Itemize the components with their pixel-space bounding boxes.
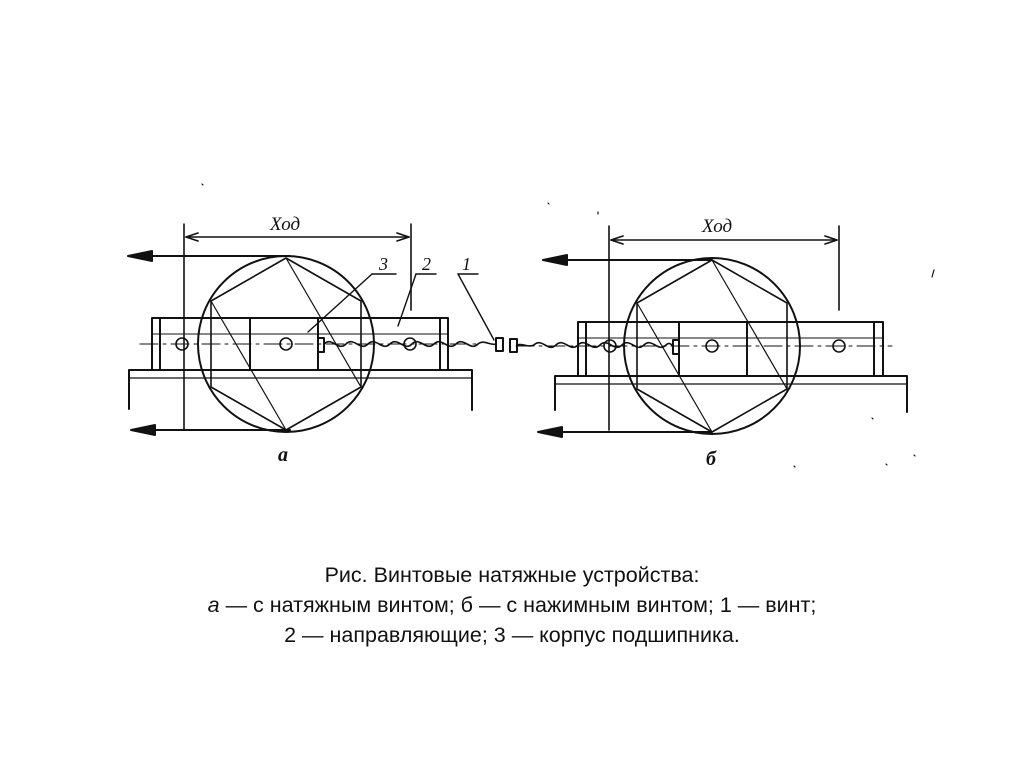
view-letter-a: а [278,444,288,466]
construction-lines-b [636,259,788,433]
stroke-label-a: Ход [269,214,300,235]
caption-letter-a: а [207,593,220,617]
figure-caption: Рис. Винтовые натяжные устройства: а — с… [0,560,1024,650]
callout-1: 1 [462,254,471,274]
motion-arrow-top-a [127,250,291,262]
callout-2: 2 [422,254,431,274]
holes-b [603,339,846,353]
bearing-housing-b [672,321,748,377]
view-b: Ход [509,216,908,470]
callout-3: 3 [378,254,388,274]
screw-end-b [509,338,518,353]
base-frame-b [554,375,908,413]
callout-leaders-a [307,273,495,341]
holes-a [175,337,417,351]
pulley-circle-a [197,255,375,433]
view-letter-b: б [706,448,717,470]
screw-end-a [495,337,504,352]
stroke-label-b: Ход [701,216,732,237]
scan-specks [201,183,935,468]
stroke-dimension-a [183,223,412,431]
base-frame-a [128,369,473,411]
stroke-dimension-b [608,225,840,431]
caption-line-2: а — с натяжным винтом; б — с нажимным ви… [0,590,1024,620]
caption-line-1: Рис. Винтовые натяжные устройства: [324,563,700,587]
caption-line-3: 2 — направляющие; 3 — корпус подшипника. [284,623,740,647]
motion-arrow-bottom-b [537,426,713,438]
screw-a [323,340,497,348]
motion-arrow-top-b [542,254,713,266]
construction-lines-a [210,257,362,431]
caption-line-2-text: — с натяжным винтом; б — с нажимным винт… [219,593,817,617]
view-a: Ход [127,214,504,466]
screw-b [516,341,674,349]
